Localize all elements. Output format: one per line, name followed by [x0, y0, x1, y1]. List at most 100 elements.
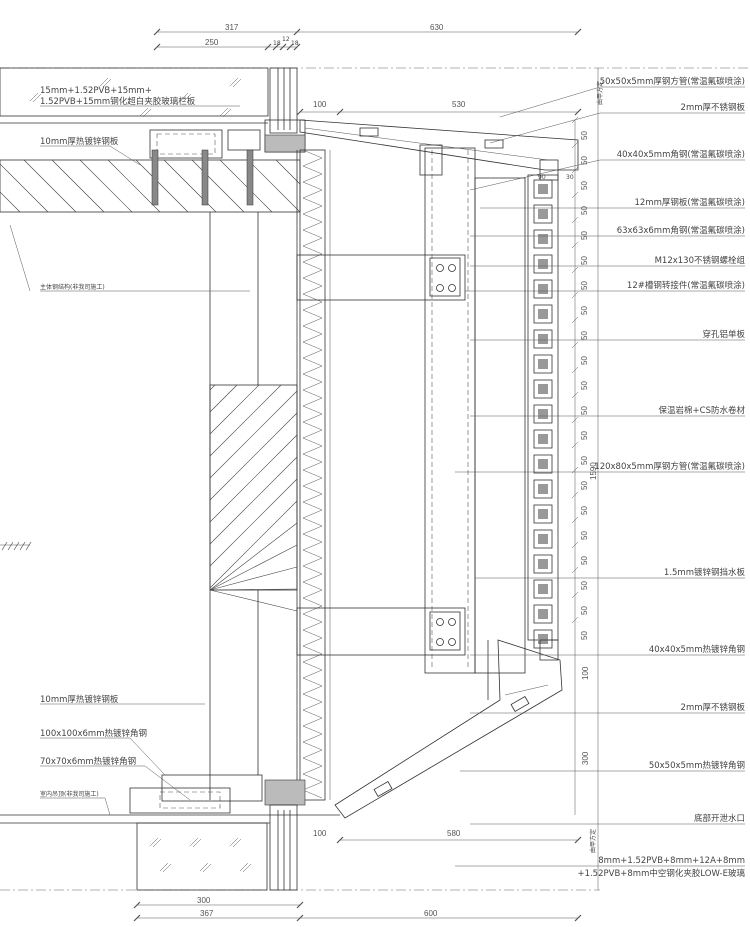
dimension-tick: [296, 108, 304, 116]
glass-frame-fill: [264, 134, 306, 153]
hatch-line: [79, 159, 133, 213]
perforation: [533, 404, 553, 424]
dimension-tick: [571, 616, 579, 624]
perforation-fill: [538, 284, 548, 294]
hatch-line: [191, 159, 245, 213]
dimension-tick: [571, 416, 579, 424]
perforation-fill: [538, 409, 548, 419]
dim-50: 50: [580, 531, 589, 540]
perforation-fill: [538, 559, 548, 569]
hatch-line: [51, 159, 105, 213]
perforation-fill: [538, 634, 548, 644]
dim-50: 50: [580, 206, 589, 215]
dim-300-right: 300: [581, 751, 590, 765]
dimension-tick: [571, 541, 579, 549]
column-hatch: [209, 384, 298, 612]
perforation-fill: [538, 384, 548, 394]
dim-50: 50: [580, 256, 589, 265]
by-owner-bottom: 由甲方定: [589, 829, 597, 853]
label-right-4: 63x63x6mm角钢(常温氟碳喷涂): [617, 225, 745, 236]
angle-top: [539, 159, 559, 181]
label-right-6: 12#槽钢转接件(常温氟碳喷涂): [627, 280, 745, 291]
perforation-fill: [538, 434, 548, 444]
dim-50: 50: [580, 406, 589, 415]
glass-mark: [229, 837, 239, 847]
dimension-tick: [293, 28, 301, 36]
dimension-tick: [153, 43, 161, 51]
label-right-12: 2mm厚不锈钢板: [681, 702, 746, 713]
glass-mark: [162, 863, 172, 873]
slab-hatch: [0, 159, 301, 213]
hatch-line: [23, 159, 77, 213]
connector-plate: [429, 257, 461, 297]
insulation-zigzag: [302, 149, 323, 799]
leader-lines: [9, 86, 745, 867]
perforation: [533, 354, 553, 374]
glass-balustrade-top: [0, 67, 269, 117]
hatch-line: [209, 390, 298, 479]
dim-600: 600: [424, 909, 438, 918]
hatched-column: [209, 384, 298, 591]
perforation: [533, 629, 553, 649]
glass-mark: [219, 107, 229, 117]
right-labels: 50x50x5mm厚钢方管(常温氟碳喷涂)2mm厚不锈钢板40x40x5mm角钢…: [577, 76, 745, 879]
glass-mark: [232, 78, 242, 88]
dim-50-group: 5050505050505050505050505050505050505050…: [580, 131, 589, 640]
tube-cap: [419, 144, 443, 176]
clip: [373, 780, 393, 798]
perforation: [533, 279, 553, 299]
hatch-line: [247, 159, 301, 213]
hatch-line: [209, 566, 298, 591]
bolt-icon: [436, 618, 444, 626]
label-right-8: 保温岩棉+CS防水卷材: [659, 405, 746, 416]
anchor-bolt: [201, 149, 209, 206]
glass-mark: [29, 92, 39, 102]
bolts: [436, 264, 456, 646]
dim-580: 580: [447, 829, 461, 838]
dimension-tick: [571, 441, 579, 449]
dimension-tick: [272, 43, 280, 51]
label-right-9: 120x80x5mm厚钢方管(常温氟碳喷涂): [594, 461, 745, 472]
dimension-tick: [571, 366, 579, 374]
steel-channel-bottom: [129, 787, 231, 814]
hatch-line: [135, 159, 189, 213]
perforations: [533, 179, 553, 649]
dim-50: 50: [580, 506, 589, 515]
hatch-line: [209, 384, 216, 391]
perforated-panel: [527, 174, 559, 641]
glass-mark: [102, 78, 112, 88]
perforation-fill: [538, 534, 548, 544]
label-steel-plate-top: 10mm厚热镀锌钢板: [40, 136, 119, 147]
label-right-13: 50x50x5mm热镀锌角钢: [649, 760, 745, 771]
dimension-tick: [571, 241, 579, 249]
perforation-fill: [538, 184, 548, 194]
bolt-icon: [436, 264, 444, 272]
dim-630: 630: [430, 23, 444, 32]
dim-50: 50: [580, 556, 589, 565]
perforation-fill: [538, 209, 548, 219]
dimension-tick: [571, 291, 579, 299]
label-right-0: 50x50x5mm厚钢方管(常温氟碳喷涂): [600, 76, 745, 87]
glass-mark: [152, 838, 162, 848]
bolt-icon: [448, 284, 456, 292]
anchor-bolt: [151, 149, 159, 206]
glass-marks: [29, 77, 252, 873]
bolt-icon: [448, 638, 456, 646]
hatch-line: [25, 541, 32, 551]
perforation: [533, 579, 553, 599]
dim-50: 50: [580, 281, 589, 290]
glass-mark: [32, 93, 42, 103]
label-glass-balustrade-1: 15mm+1.52PVB+15mm+: [40, 86, 152, 96]
dimension-lines: [133, 28, 599, 922]
dimension-tick: [571, 266, 579, 274]
label-right-10: 1.5mm镀锌钢挡水板: [664, 567, 746, 578]
perforation: [533, 479, 553, 499]
dimension-tick: [571, 166, 579, 174]
glass-mark: [159, 862, 169, 872]
dim-18b: 18: [291, 40, 299, 47]
perforation: [533, 304, 553, 324]
glass-mark: [142, 108, 152, 118]
steel-tube-120x80: [424, 147, 476, 674]
dim-100-right: 100: [581, 666, 590, 680]
